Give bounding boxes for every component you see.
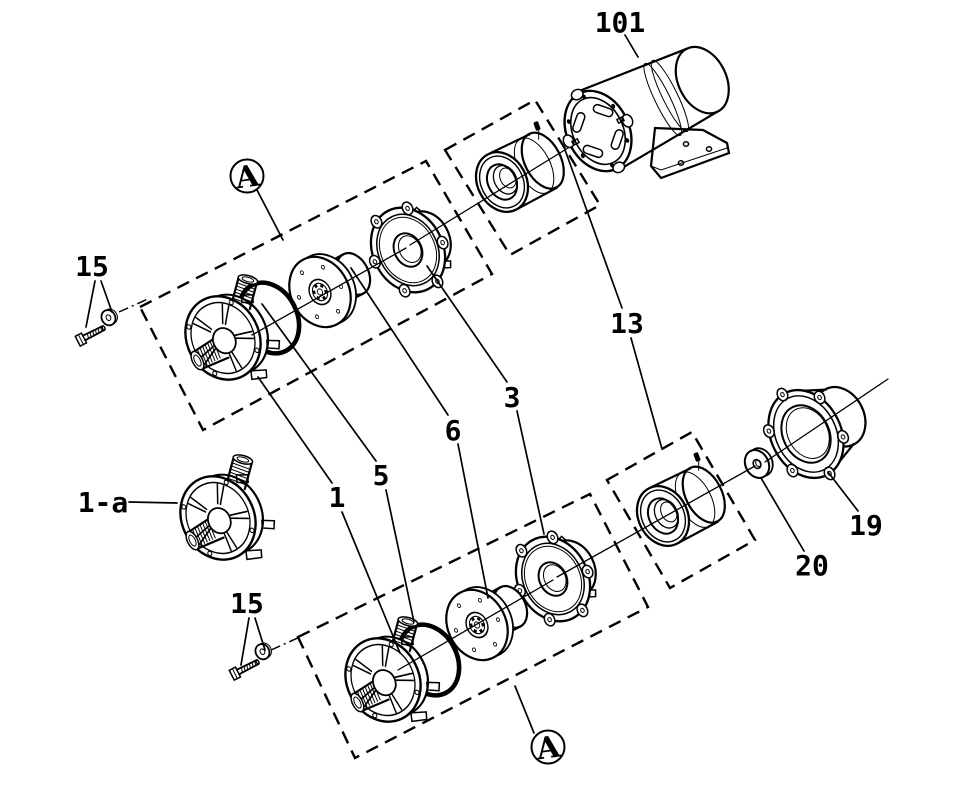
leader-lines — [85, 34, 859, 734]
pump-housing-1a — [160, 445, 297, 586]
label-1: 1 — [329, 481, 346, 514]
label-19: 19 — [849, 509, 883, 542]
motor — [562, 45, 731, 180]
box-magnet-lower — [605, 430, 757, 590]
impeller-upper — [275, 233, 386, 340]
upper-assembly — [165, 120, 575, 406]
washer-part — [739, 443, 779, 484]
screw-set-upper — [70, 305, 124, 347]
centerline-upper — [118, 297, 151, 313]
view-marker-A-lower: A — [533, 729, 563, 767]
view-marker-A-upper: A — [232, 158, 262, 196]
motor-foot — [649, 126, 731, 180]
box-magnet-upper — [443, 98, 602, 257]
box-assembly-A-lower — [296, 492, 650, 760]
label-20: 20 — [795, 549, 829, 582]
magnet-cup-upper — [464, 124, 575, 222]
group-boxes — [138, 98, 757, 760]
label-1a: 1-a — [78, 486, 129, 519]
view-markers: A A — [229, 158, 566, 768]
rear-housing-part — [748, 358, 887, 499]
rear-casing-upper — [350, 187, 471, 312]
label-3: 3 — [504, 381, 521, 414]
label-5: 5 — [373, 459, 390, 492]
label-15-lower: 15 — [230, 587, 264, 620]
centerline-lower — [270, 636, 301, 651]
labels: 101 13 3 6 5 1 15 15 1-a 19 20 — [75, 6, 883, 620]
label-15-upper: 15 — [75, 250, 109, 283]
label-6: 6 — [445, 414, 462, 447]
screw-set-lower — [224, 639, 278, 681]
label-101: 101 — [595, 6, 646, 39]
box-assembly-A-upper — [138, 159, 494, 432]
label-13: 13 — [610, 307, 644, 340]
axis-lines — [251, 147, 889, 671]
